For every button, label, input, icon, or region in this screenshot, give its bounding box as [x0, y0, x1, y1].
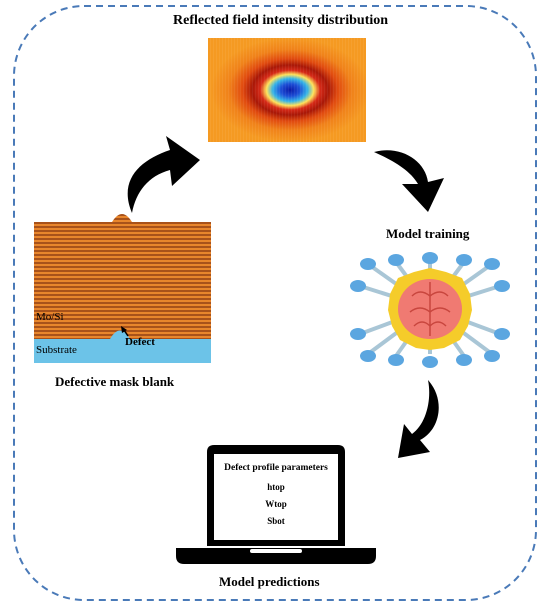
label-defective-mask-blank: Defective mask blank	[55, 374, 175, 389]
arrow-field-to-training	[374, 150, 444, 212]
param-wtop: Wtop	[265, 499, 287, 509]
label-reflected-field: Reflected field intensity distribution	[173, 13, 389, 28]
laptop-screen-title: Defect profile parameters	[224, 463, 328, 473]
label-model-predictions: Model predictions	[219, 574, 320, 589]
arrow-mask-to-field	[127, 136, 200, 213]
label-model-training: Model training	[386, 226, 470, 241]
param-sbot: Sbot	[267, 516, 285, 526]
reflected-field-image	[208, 38, 366, 142]
label-defect: Defect	[125, 336, 155, 348]
laptop-icon	[176, 445, 376, 564]
defect-pointer-head	[121, 326, 127, 333]
label-substrate: Substrate	[36, 344, 77, 356]
param-htop: htop	[267, 482, 285, 492]
mask-blank-image	[34, 214, 211, 363]
arrow-training-to-predictions	[398, 380, 439, 458]
brain-network-icon	[350, 252, 510, 368]
label-multilayer: Mo/Si	[36, 311, 64, 323]
